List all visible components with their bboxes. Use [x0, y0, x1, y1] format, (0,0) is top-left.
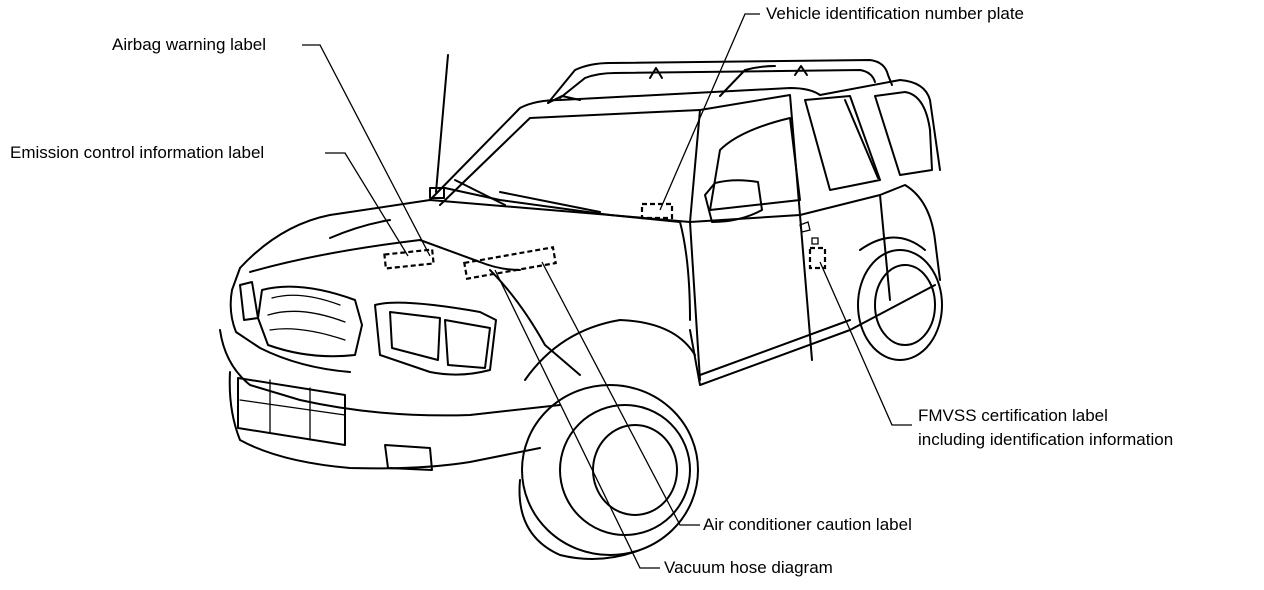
antenna	[429, 54, 449, 199]
roof-rack	[547, 59, 893, 104]
leader-vacuum	[494, 269, 660, 569]
vacuum-hose-label: Vacuum hose diagram	[664, 558, 833, 577]
vehicle-body	[219, 79, 941, 470]
fmvss-label-line1: FMVSS certification label	[918, 406, 1108, 425]
leader-fmvss	[819, 261, 912, 426]
vehicle-front	[237, 281, 497, 471]
airbag-warning-label: Airbag warning label	[112, 35, 267, 54]
wheels	[518, 236, 943, 560]
vin-plate-label: Vehicle identification number plate	[766, 4, 1024, 23]
fmvss-label-line2: including identification information	[918, 430, 1174, 449]
label-location-markers	[383, 202, 827, 280]
leader-vin-plate	[659, 13, 760, 211]
wipers	[444, 179, 611, 216]
emission-control-label: Emission control information label	[10, 143, 265, 162]
leader-ac	[541, 261, 700, 526]
leader-emission	[325, 152, 409, 257]
ac-caution-label: Air conditioner caution label	[703, 515, 912, 534]
leader-airbag	[302, 44, 431, 257]
leader-lines	[302, 13, 912, 569]
